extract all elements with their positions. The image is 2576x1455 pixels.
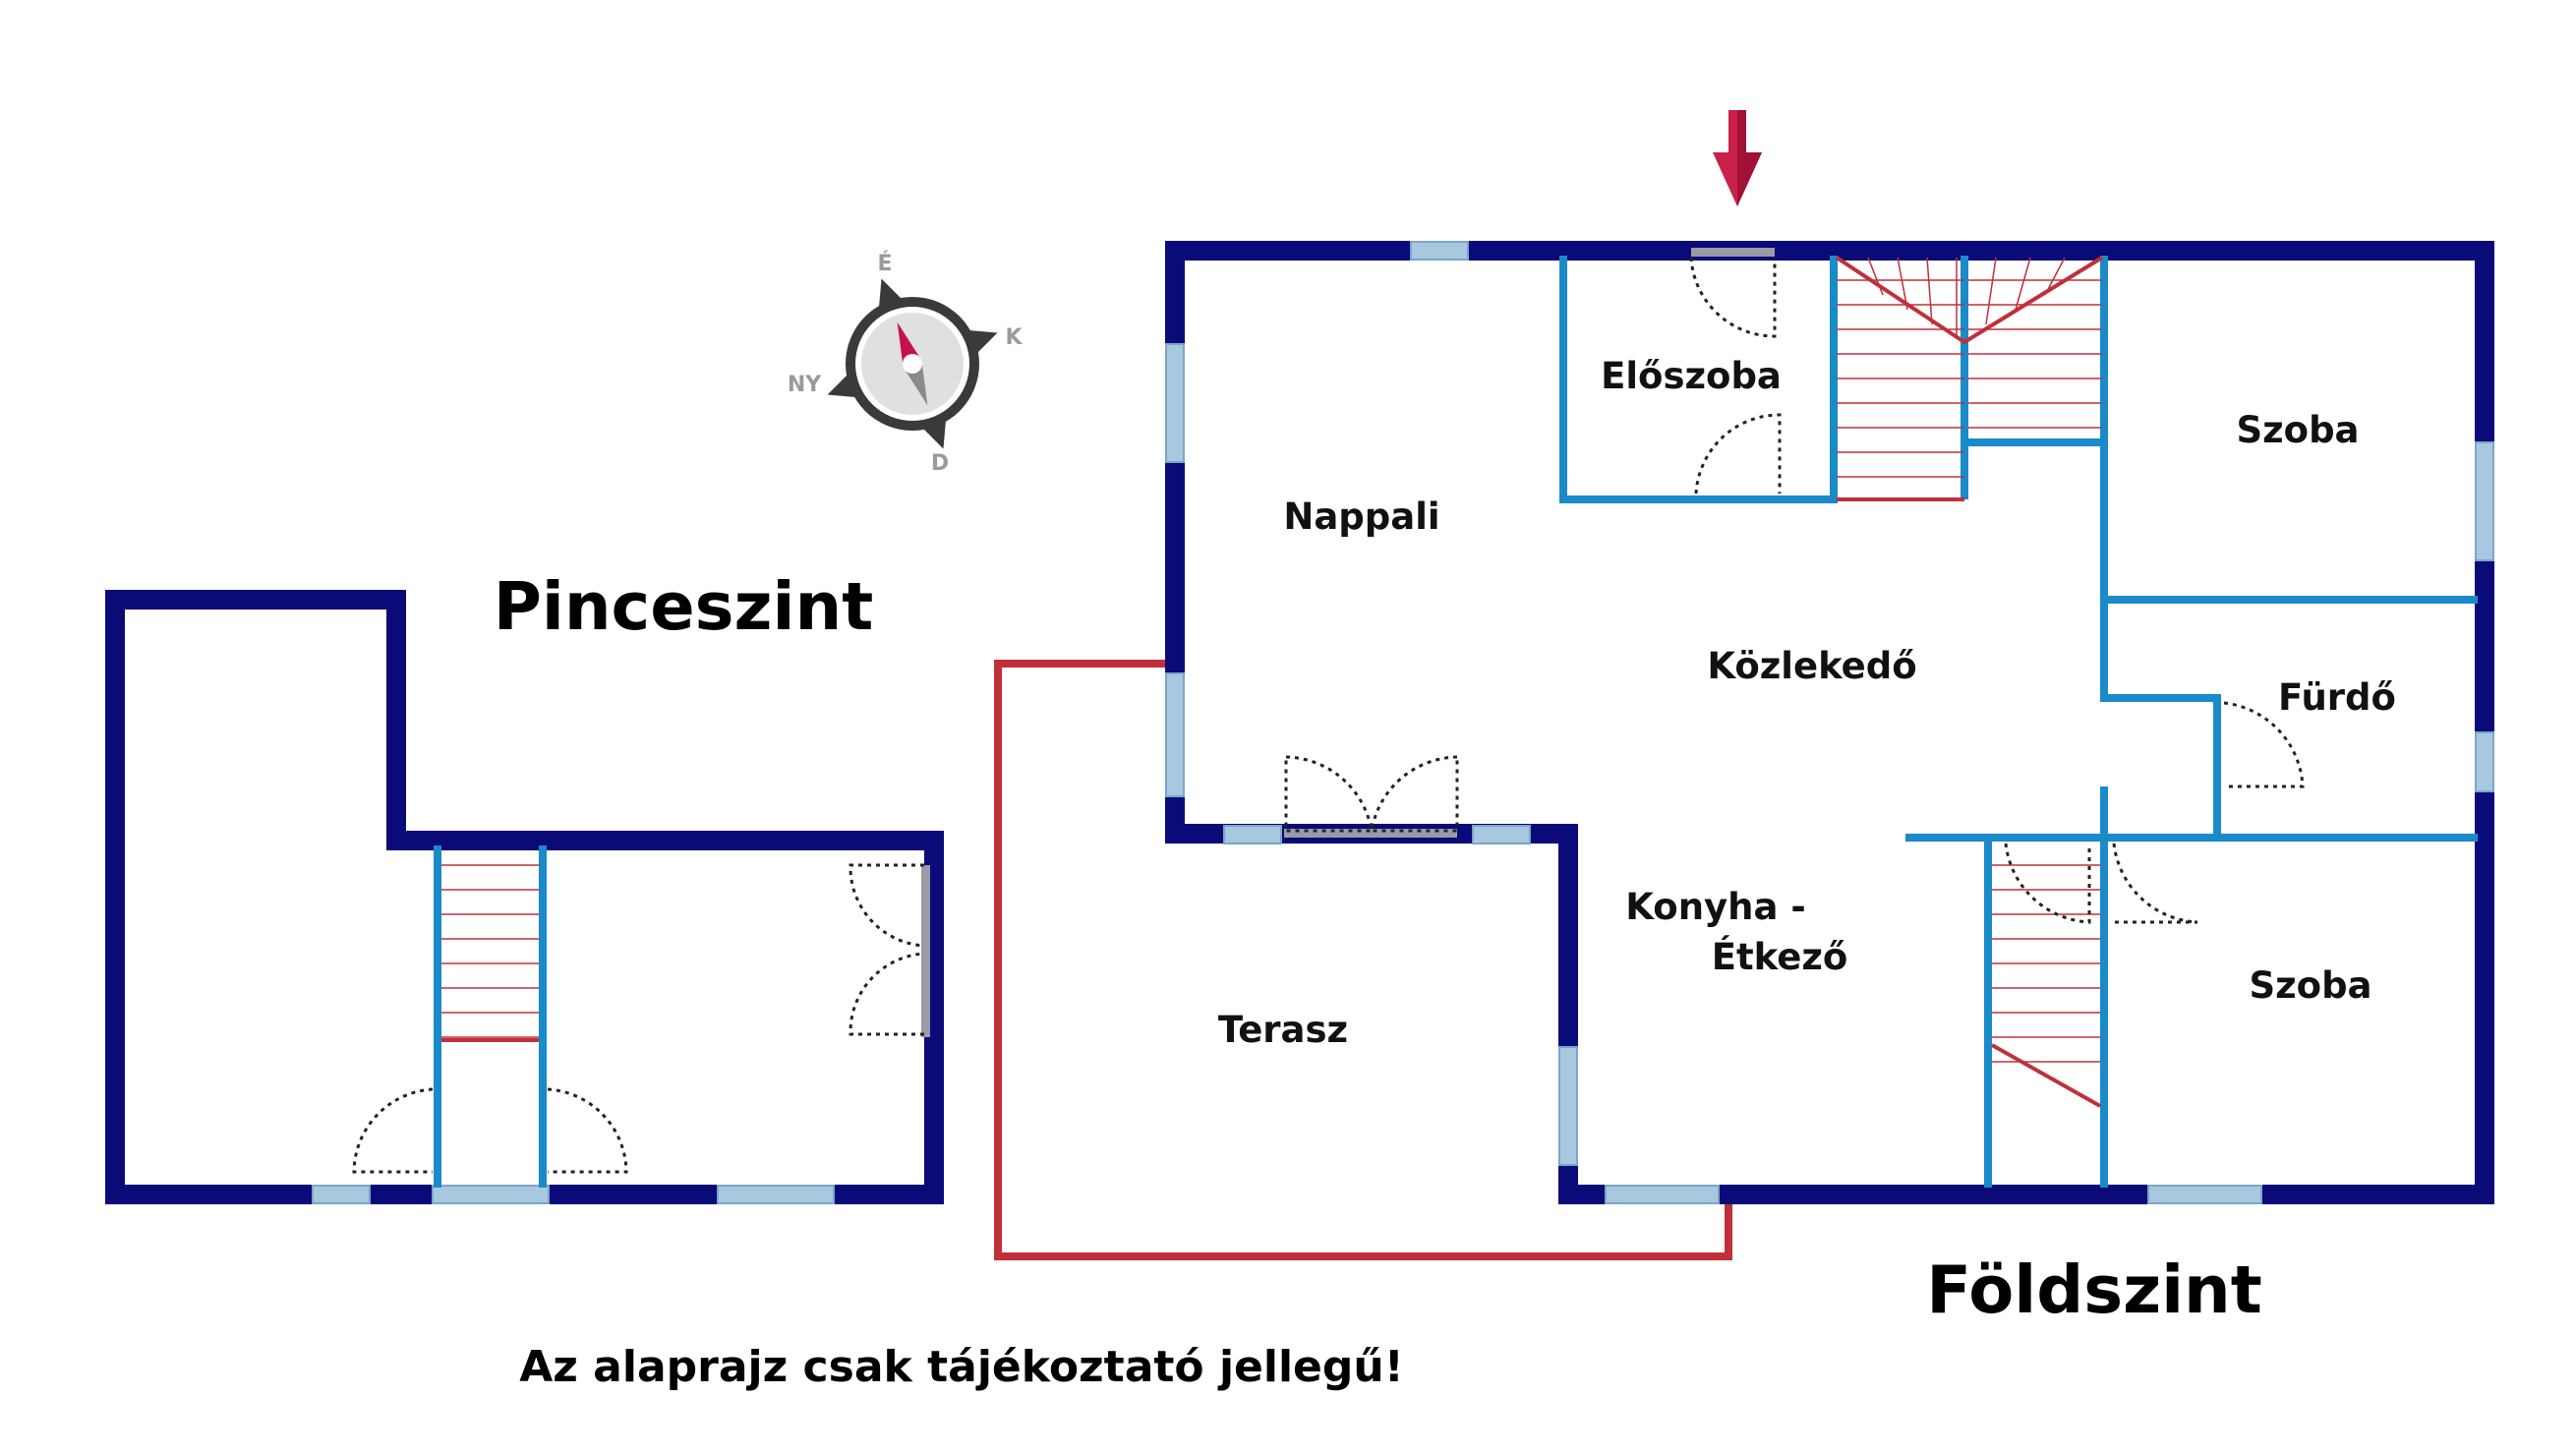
basement-double-door-bottom xyxy=(849,952,925,1036)
basement-floor: Pinceszint xyxy=(105,568,944,1204)
ground-inner-walls xyxy=(1559,256,2478,1188)
compass-icon: É K D NY xyxy=(788,251,1024,476)
compass-south: D xyxy=(931,451,949,476)
terrace-door-left xyxy=(1284,755,1374,833)
secondary-staircase xyxy=(1991,864,2101,1108)
floor-title-ground: Földszint xyxy=(1926,1251,2262,1328)
eloszoba-door xyxy=(1694,413,1782,495)
room-label-konyha-1: Konyha - xyxy=(1625,886,1805,928)
room-label-eloszoba: Előszoba xyxy=(1601,355,1782,397)
basement-windows xyxy=(312,1185,835,1204)
ground-windows xyxy=(1165,241,2494,1204)
window xyxy=(1165,343,1185,463)
basement-door-right xyxy=(547,1087,628,1174)
window xyxy=(2475,441,2494,561)
window xyxy=(1165,672,1185,797)
window xyxy=(1558,1046,1578,1166)
basement-inner-walls xyxy=(434,845,547,1188)
szoba-door xyxy=(2112,843,2198,924)
room-label-konyha-2: Étkező xyxy=(1712,935,1848,978)
staircase-door-left xyxy=(2004,843,2091,924)
basement-doors xyxy=(352,863,925,1174)
compass-east: K xyxy=(1005,325,1023,350)
window xyxy=(2147,1185,2262,1204)
ground-doors xyxy=(1284,257,2305,924)
terrace-door-right xyxy=(1370,755,1459,833)
room-label-kozlekedo: Közlekedő xyxy=(1707,645,1916,687)
ground-floor: Nappali Előszoba Szoba Közlekedő Fürdő K… xyxy=(994,110,2494,1328)
window xyxy=(312,1185,371,1204)
basement-staircase xyxy=(441,864,539,1042)
room-label-szoba-1: Szoba xyxy=(2236,409,2359,451)
window xyxy=(432,1185,550,1204)
window xyxy=(2475,731,2494,792)
room-label-terasz: Terasz xyxy=(1218,1009,1348,1051)
compass-west: NY xyxy=(788,373,822,397)
window xyxy=(1223,825,1282,844)
basement-double-door-top xyxy=(849,863,925,948)
basement-door-sill xyxy=(921,865,930,1037)
disclaimer-note: Az alaprajz csak tájékoztató jellegű! xyxy=(519,1342,1404,1392)
entrance-door xyxy=(1689,257,1777,338)
terrace-outline xyxy=(994,660,1732,1260)
room-label-szoba-2: Szoba xyxy=(2249,964,2371,1007)
entrance-arrow-icon xyxy=(1713,110,1762,206)
window xyxy=(717,1185,835,1204)
window xyxy=(1605,1185,1720,1204)
room-label-furdo: Fürdő xyxy=(2278,676,2396,719)
window xyxy=(1410,241,1469,261)
entrance-sill xyxy=(1691,248,1775,257)
window xyxy=(1472,825,1531,844)
basement-door-left xyxy=(352,1087,434,1174)
floor-title-basement: Pinceszint xyxy=(494,568,874,645)
terrace-door-sill xyxy=(1284,829,1457,838)
ground-outer-walls xyxy=(1165,241,2494,1204)
main-staircase xyxy=(1835,256,2104,501)
compass-north: É xyxy=(877,251,892,276)
basement-outer-walls xyxy=(105,590,944,1204)
room-label-nappali: Nappali xyxy=(1283,495,1439,538)
